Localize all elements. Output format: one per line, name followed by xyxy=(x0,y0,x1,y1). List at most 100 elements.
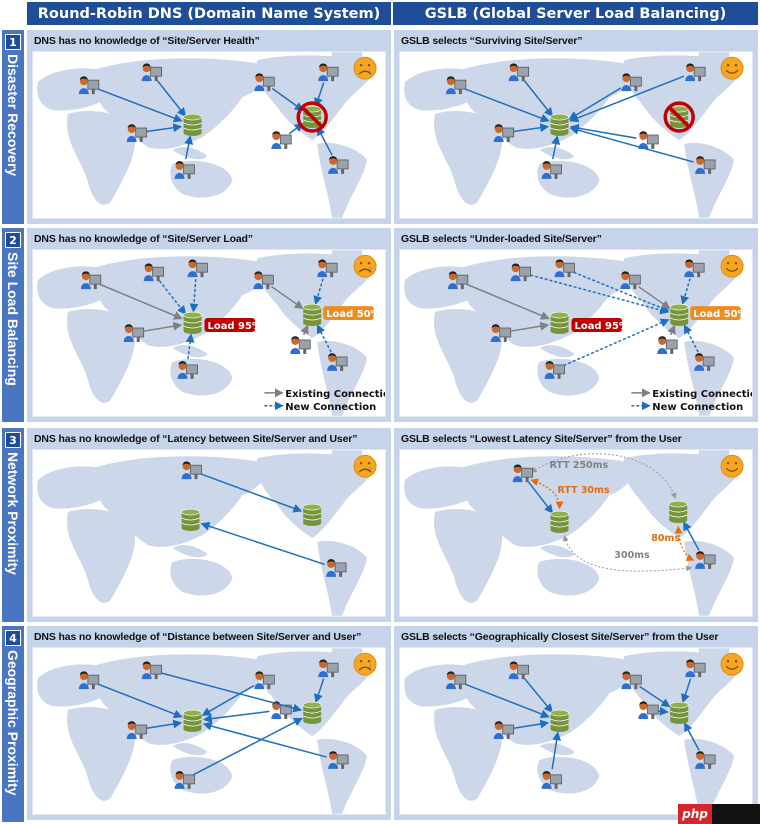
user-icon xyxy=(174,161,195,179)
server-icon xyxy=(669,701,689,725)
sad-face-icon xyxy=(353,454,377,478)
user-icon xyxy=(318,659,339,678)
user-icon xyxy=(80,271,102,290)
connection-arrow xyxy=(192,717,303,776)
user-icon xyxy=(177,361,198,379)
latency-label-rtt-250: RTT 250ms xyxy=(550,460,609,471)
user-icon xyxy=(326,559,347,577)
column-header-gslb: GSLB (Global Server Load Balancing) xyxy=(393,2,758,25)
connection-arrow xyxy=(270,285,304,310)
connection-arrow xyxy=(184,135,194,160)
load-label-low: Load 50% xyxy=(690,306,748,320)
row-number: 4 xyxy=(5,630,21,646)
legend-new-label: New Connection xyxy=(285,402,376,413)
user-icon xyxy=(253,271,274,290)
prohibited-icon xyxy=(663,101,695,133)
world-map-land xyxy=(37,450,378,616)
row-label-text: Geographic Proximity xyxy=(5,650,21,796)
happy-face-icon xyxy=(720,454,744,478)
prohibited-icon xyxy=(296,101,328,133)
connection-arrow xyxy=(658,706,669,716)
server-icon xyxy=(550,311,569,334)
panel-title: DNS has no knowledge of “Latency between… xyxy=(34,433,358,445)
user-icon xyxy=(126,721,148,739)
user-icon xyxy=(126,124,148,142)
row-number: 3 xyxy=(5,432,21,448)
user-icon xyxy=(541,771,562,789)
user-icon xyxy=(621,671,642,690)
world-map xyxy=(32,449,386,617)
user-icon xyxy=(181,461,202,480)
connection-arrow xyxy=(271,87,304,111)
row-label-text: Disaster Recovery xyxy=(5,54,21,177)
connection-arrow xyxy=(314,678,325,704)
connection-arrow xyxy=(513,123,550,133)
connection-arrow xyxy=(573,271,670,312)
user-icon xyxy=(554,259,575,278)
server-icon xyxy=(296,101,328,133)
panel-title: DNS has no knowledge of “Site/Server Loa… xyxy=(34,233,253,245)
connection-arrow xyxy=(200,473,303,513)
server-icon xyxy=(183,113,202,136)
svg-text:Load 95%: Load 95% xyxy=(575,321,629,332)
user-icon xyxy=(318,63,339,82)
connection-arrow xyxy=(530,274,670,315)
user-icon xyxy=(508,63,530,82)
user-icon xyxy=(254,671,275,690)
server-icon xyxy=(669,303,689,327)
server-icon xyxy=(302,303,322,327)
happy-face-icon xyxy=(720,652,744,676)
happy-face-icon xyxy=(720,254,744,278)
connection-arrow xyxy=(551,731,562,770)
user-icon xyxy=(657,336,678,354)
server-icon xyxy=(181,508,200,532)
user-icon xyxy=(271,131,292,149)
svg-text:Load 95%: Load 95% xyxy=(208,321,262,332)
panel-title: GSLB selects “Under-loaded Site/Server” xyxy=(401,233,602,245)
connection-arrow xyxy=(523,80,554,117)
load-label-low: Load 50% xyxy=(323,306,381,320)
user-icon xyxy=(620,271,641,290)
latency-curve-near xyxy=(530,478,564,510)
user-icon xyxy=(328,751,349,769)
sad-face-icon xyxy=(353,254,377,278)
server-icon xyxy=(550,113,569,136)
connection-arrow xyxy=(185,333,195,360)
connection-arrow xyxy=(99,283,183,320)
connection-arrow xyxy=(146,123,183,133)
latency-curve-far xyxy=(562,535,693,572)
server-icon xyxy=(550,709,569,732)
world-map xyxy=(399,51,753,219)
server-icon xyxy=(183,709,202,732)
world-map: Load 95%Load 50%Existing ConnectionNew C… xyxy=(32,249,386,417)
user-icon xyxy=(621,73,642,92)
sad-face-icon xyxy=(353,652,377,676)
world-map: Load 95%Load 50%Existing ConnectionNew C… xyxy=(399,249,753,417)
gslb-panel: GSLB selects “Lowest Latency Site/Server… xyxy=(394,428,758,622)
connection-arrow xyxy=(680,278,691,306)
connection-arrow xyxy=(510,321,550,332)
user-icon xyxy=(328,156,349,174)
panel-title: GSLB selects “Geographically Closest Sit… xyxy=(401,631,719,643)
user-icon xyxy=(493,721,515,739)
user-icon xyxy=(695,156,716,174)
connection-arrow xyxy=(97,683,183,719)
connection-arrow xyxy=(161,672,303,713)
row-number: 1 xyxy=(5,34,21,50)
latency-curve-near xyxy=(674,525,695,561)
dns-panel: DNS has no knowledge of “Site/Server Loa… xyxy=(27,228,391,422)
connection-arrow xyxy=(313,278,324,306)
connection-arrow xyxy=(513,719,550,730)
user-icon xyxy=(78,76,100,95)
svg-text:Load 50%: Load 50% xyxy=(326,309,380,320)
user-icon xyxy=(141,661,163,680)
connection-arrow xyxy=(568,87,622,120)
server-icon xyxy=(663,101,695,133)
panel-title: DNS has no knowledge of “Distance betwee… xyxy=(34,631,362,643)
connection-arrow xyxy=(524,678,553,713)
latency-label-300: 300ms xyxy=(614,550,650,561)
user-icon xyxy=(123,324,145,342)
connection-arrow xyxy=(466,283,550,320)
